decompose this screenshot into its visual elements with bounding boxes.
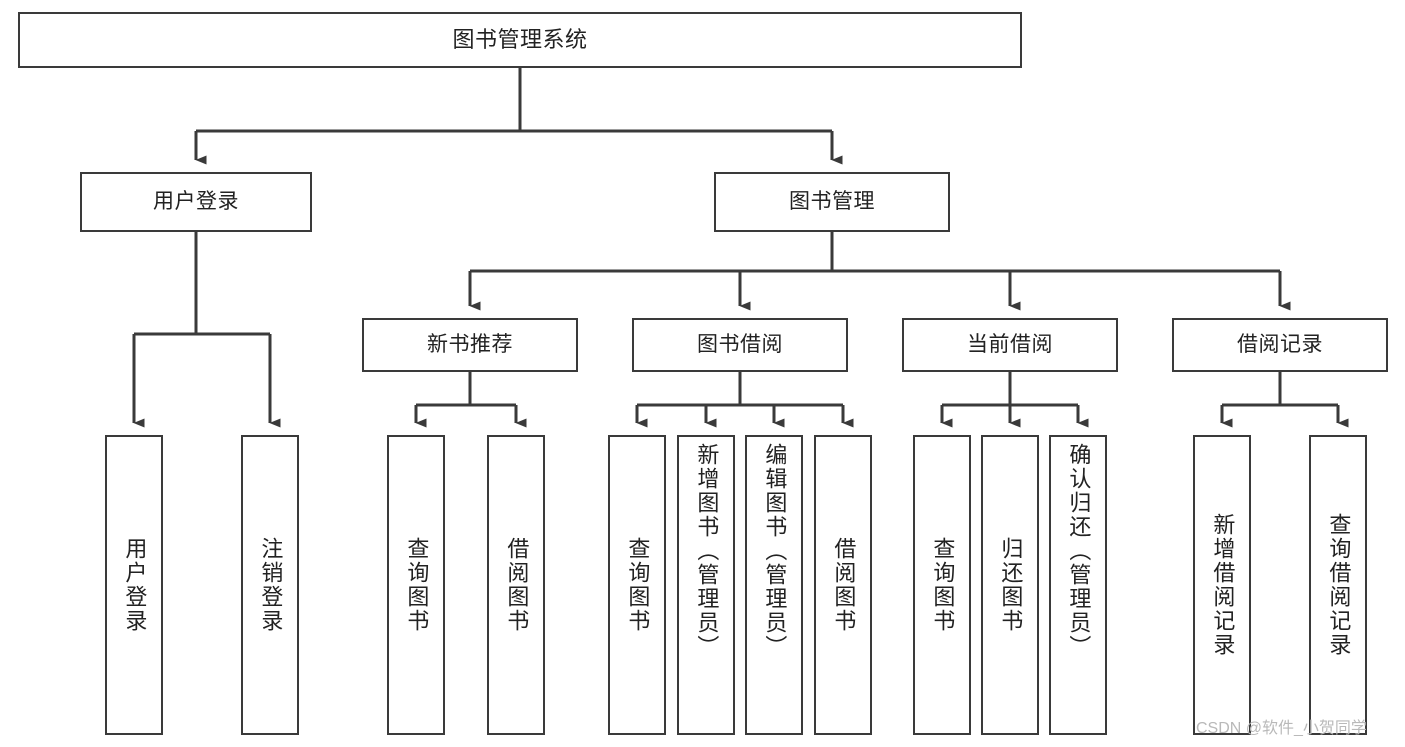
node-new-book-rec[interactable]: 新书推荐: [362, 318, 578, 372]
node-leaf-return-book-label: 归还图书: [998, 537, 1024, 633]
node-leaf-borrow-book-2-label: 借阅图书: [831, 537, 857, 633]
node-leaf-add-record[interactable]: 新增借阅记录: [1193, 435, 1251, 735]
node-book-mgmt[interactable]: 图书管理: [714, 172, 950, 232]
node-book-borrow[interactable]: 图书借阅: [632, 318, 848, 372]
node-current-borrow[interactable]: 当前借阅: [902, 318, 1118, 372]
node-leaf-borrow-book-1[interactable]: 借阅图书: [487, 435, 545, 735]
node-root[interactable]: 图书管理系统: [18, 12, 1022, 68]
node-leaf-query-book-2[interactable]: 查询图书: [608, 435, 666, 735]
node-leaf-confirm-return-label: 确认归还（管理员）: [1066, 443, 1092, 659]
node-leaf-edit-book-label: 编辑图书（管理员）: [762, 443, 788, 659]
node-leaf-query-record[interactable]: 查询借阅记录: [1309, 435, 1367, 735]
node-book-borrow-label: 图书借阅: [697, 333, 783, 357]
node-leaf-add-book-label: 新增图书（管理员）: [694, 443, 720, 659]
node-leaf-borrow-book-1-label: 借阅图书: [504, 537, 530, 633]
node-borrow-record[interactable]: 借阅记录: [1172, 318, 1388, 372]
node-leaf-query-record-label: 查询借阅记录: [1326, 513, 1352, 657]
node-new-book-rec-label: 新书推荐: [427, 333, 513, 357]
node-leaf-return-book[interactable]: 归还图书: [981, 435, 1039, 735]
node-borrow-record-label: 借阅记录: [1237, 333, 1323, 357]
node-user-login[interactable]: 用户登录: [80, 172, 312, 232]
node-leaf-confirm-return[interactable]: 确认归还（管理员）: [1049, 435, 1107, 735]
node-current-borrow-label: 当前借阅: [967, 333, 1053, 357]
node-leaf-query-book-1[interactable]: 查询图书: [387, 435, 445, 735]
node-leaf-add-book[interactable]: 新增图书（管理员）: [677, 435, 735, 735]
node-book-mgmt-label: 图书管理: [789, 190, 875, 214]
node-leaf-edit-book[interactable]: 编辑图书（管理员）: [745, 435, 803, 735]
node-leaf-query-book-3-label: 查询图书: [930, 537, 956, 633]
csdn-watermark: CSDN @软件_小贺同学: [1196, 720, 1367, 737]
node-leaf-user-logout-label: 注销登录: [258, 537, 284, 633]
node-leaf-query-book-2-label: 查询图书: [625, 537, 651, 633]
node-leaf-borrow-book-2[interactable]: 借阅图书: [814, 435, 872, 735]
node-leaf-user-logout[interactable]: 注销登录: [241, 435, 299, 735]
node-leaf-query-book-1-label: 查询图书: [404, 537, 430, 633]
node-leaf-add-record-label: 新增借阅记录: [1210, 513, 1236, 657]
node-leaf-user-login-label: 用户登录: [122, 537, 148, 633]
node-leaf-query-book-3[interactable]: 查询图书: [913, 435, 971, 735]
node-leaf-user-login[interactable]: 用户登录: [105, 435, 163, 735]
node-root-label: 图书管理系统: [452, 26, 588, 52]
node-user-login-label: 用户登录: [153, 190, 239, 214]
